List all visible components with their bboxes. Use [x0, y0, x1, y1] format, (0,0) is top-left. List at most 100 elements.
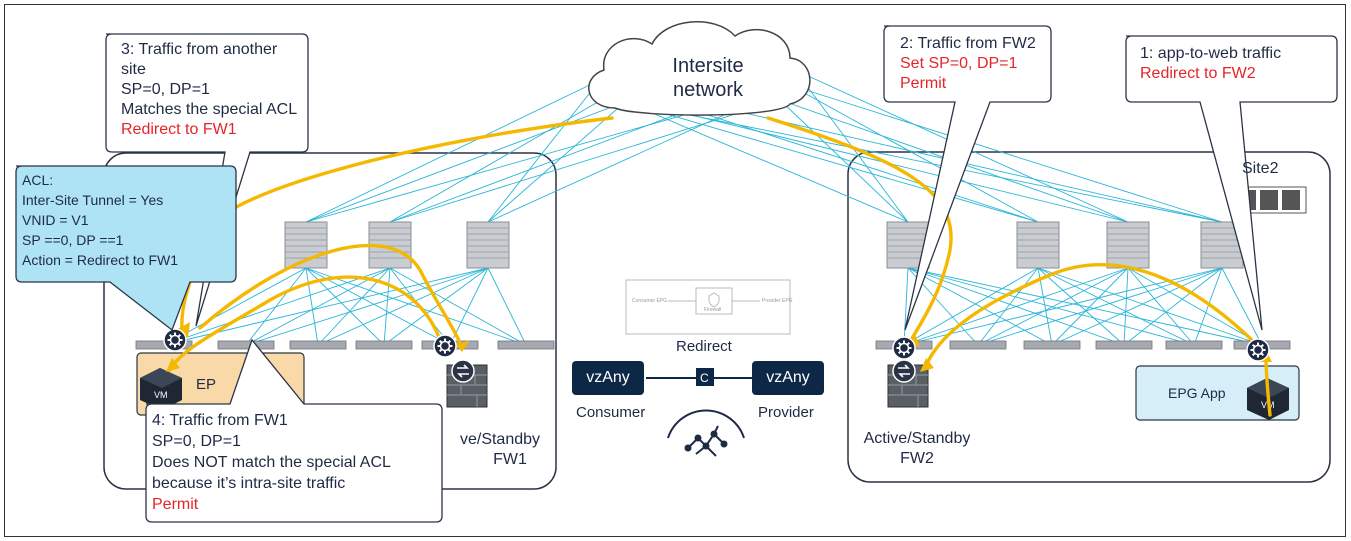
intersite-link: [487, 101, 626, 223]
callout-3: 3: Traffic from another site SP=0, DP=1 …: [121, 40, 306, 140]
site2-spine-switch: [1016, 221, 1060, 269]
callout1-line2: Redirect to FW2: [1140, 65, 1256, 82]
callout3-line3: Matches the special ACL: [121, 101, 298, 118]
contract-mini-diagram: Consumer EPG Firewall Provider EPG: [625, 279, 793, 335]
cloud-label-line1: Intersite: [672, 55, 744, 77]
callout1-shape: [1125, 35, 1338, 331]
spine-leaf-link: [1051, 267, 1223, 346]
site1-fw-label: ve/Standby FW1: [440, 430, 560, 470]
spine-leaf-link: [1037, 267, 1125, 346]
callout2-line3: Permit: [900, 75, 947, 92]
callout2-shape: [883, 25, 1052, 331]
spine-leaf-link: [903, 267, 1039, 346]
site2-leaf-switch: [1165, 340, 1223, 350]
spine-leaf-link: [977, 267, 1129, 346]
callout3-line2: SP=0, DP=1: [121, 81, 210, 98]
site2-fw-label-line1: Active/Standby: [863, 430, 971, 447]
intersite-network-cloud: [588, 20, 811, 116]
spine-leaf-link: [903, 267, 1129, 346]
arrowhead-fw2: [920, 358, 934, 372]
spine-leaf-link: [907, 267, 1053, 346]
spine-switches: [284, 221, 1244, 269]
callout1-line1: 1: app-to-web traffic: [1140, 45, 1282, 62]
spine-leaf-link: [163, 267, 391, 346]
site2-spine-switch: [1106, 221, 1150, 269]
traffic-path-site2-from-epg: [923, 263, 1257, 370]
cloud-label-line2: network: [672, 79, 744, 101]
fw1-firewall-icon: [446, 359, 488, 408]
acl-line1: ACL:: [22, 172, 54, 188]
arrowhead-site1-leaf: [176, 322, 190, 338]
callout-shapes: [15, 25, 1338, 523]
traffic-path-site1-to-fw1: [198, 243, 462, 345]
spine-leaf-link: [245, 267, 489, 346]
traffic-path-site1-fw1-return: [168, 275, 443, 372]
spine-leaf-link: [1037, 267, 1263, 346]
spine-leaf-link: [907, 267, 1263, 346]
intersite-link: [779, 99, 909, 223]
site1-leaf-switch: [355, 340, 413, 350]
diagram-frame: [4, 4, 1346, 537]
acl-callout-shape: [15, 165, 237, 332]
consumer-label: Consumer: [576, 404, 646, 421]
intersite-link: [305, 101, 626, 223]
site2-fw-label: Active/Standby FW2: [852, 429, 982, 469]
callout2-line2: Set SP=0, DP=1: [900, 55, 1018, 72]
callout3-line4: Redirect to FW1: [121, 121, 237, 138]
arrowhead-site1-epg: [166, 358, 180, 372]
callout4-line5: Permit: [152, 496, 199, 513]
intersite-link: [789, 84, 1039, 223]
spine-leaf-link: [383, 267, 489, 346]
gear-icon: [1246, 338, 1270, 362]
arrowhead-fw1: [456, 340, 470, 352]
site2-fw-label-line2: FW2: [900, 450, 934, 467]
site1-leaf-switch: [289, 340, 347, 350]
spine-leaf-link: [245, 267, 391, 346]
intersite-link: [305, 79, 601, 223]
mini-consumer-label: Consumer EPG: [632, 298, 667, 304]
intersite-link: [389, 99, 781, 223]
spine-leaf-link: [1127, 267, 1195, 346]
fw2-firewall-icon: [887, 359, 929, 408]
spine-leaf-link: [383, 267, 391, 346]
cloud-label: Intersite network: [658, 54, 758, 102]
site2-leaf-switch: [1023, 340, 1081, 350]
vm-cube-site1-label: VM: [154, 390, 168, 400]
spine-leaf-link: [389, 267, 527, 346]
vzany-consumer-box: vzAny: [572, 361, 644, 395]
traffic-path-site2-to-intersite: [766, 116, 953, 345]
gear-icon: [163, 328, 187, 352]
site2-boundary: [847, 151, 1331, 483]
contract-badge-box: [696, 368, 714, 386]
callout4-shape: [145, 338, 443, 523]
spine-leaf-link: [1051, 267, 1129, 346]
acl-line4: SP ==0, DP ==1: [22, 232, 124, 248]
contract-badge: C: [700, 371, 709, 385]
spine-leaf-link: [1127, 267, 1263, 346]
provider-label: Provider: [758, 404, 814, 421]
callout4-line4: because it’s intra-site traffic: [152, 475, 346, 492]
site1-leaf-switch: [497, 340, 555, 350]
callout-4: 4: Traffic from FW1 SP=0, DP=1 Does NOT …: [152, 410, 442, 515]
site2-epg-label: EPG App: [1168, 385, 1226, 401]
intersite-link: [624, 101, 1039, 223]
spine-leaf-link: [1037, 267, 1195, 346]
site1-spine-switch: [466, 221, 510, 269]
spine-leaf-link: [903, 267, 909, 346]
spine-leaf-link: [487, 267, 527, 346]
vzany-provider-box: vzAny: [752, 361, 824, 395]
site1-leaf-switch: [217, 340, 275, 350]
site1-fw-label-line1: ve/Standby: [459, 431, 541, 448]
spine-leaf-link: [977, 267, 1039, 346]
spine-leaf-link: [317, 267, 489, 346]
callout-1: 1: app-to-web traffic Redirect to FW2: [1140, 44, 1336, 84]
site2-leaf-switch: [949, 340, 1007, 350]
spine-leaf-link: [1123, 267, 1129, 346]
spine-leaf-link: [1221, 267, 1263, 346]
traffic-paths: [168, 116, 1272, 417]
spine-leaf-link: [977, 267, 1223, 346]
intersite-link: [624, 101, 1223, 223]
site1-epg-label: EP: [196, 376, 217, 393]
spine-leaf-link: [305, 267, 527, 346]
